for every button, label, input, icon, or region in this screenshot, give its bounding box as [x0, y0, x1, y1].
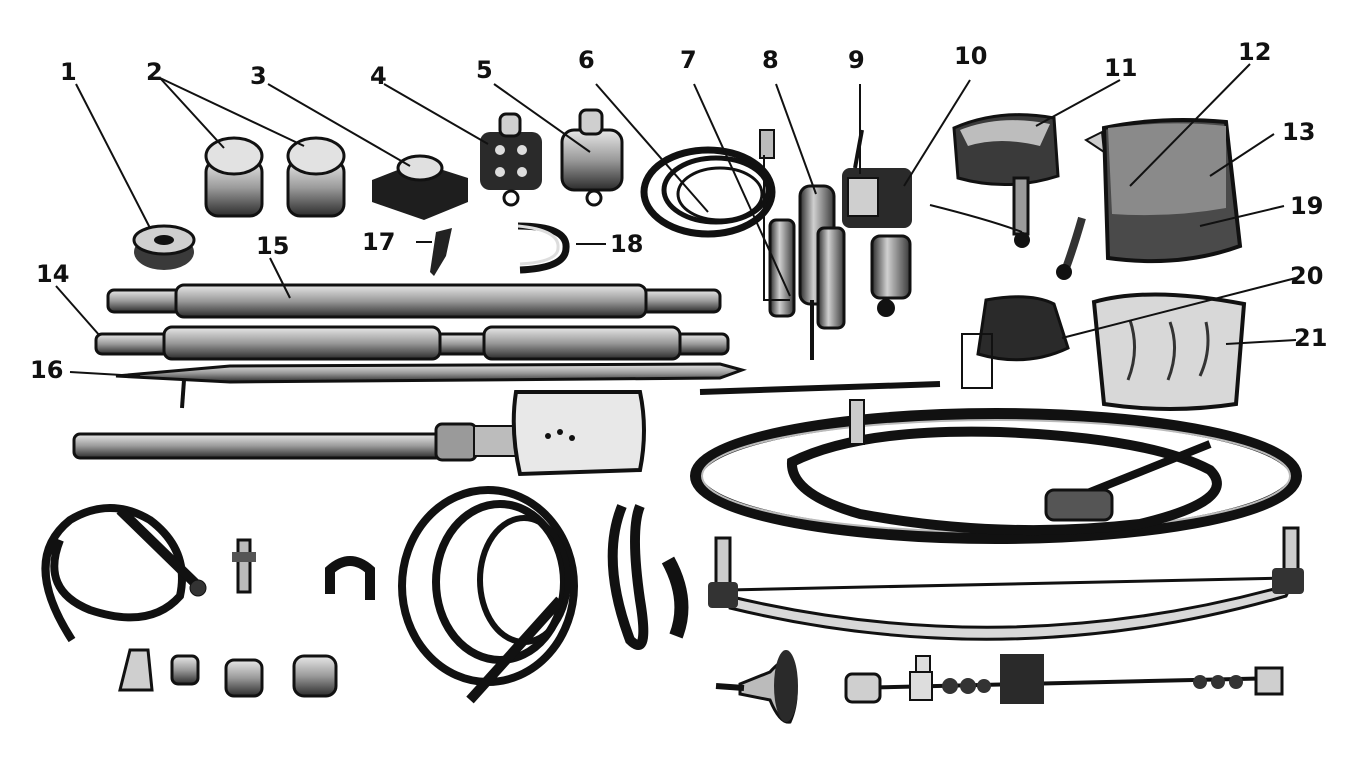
label-21: 21 [1294, 324, 1327, 352]
label-2: 2 [146, 58, 163, 86]
part-4-fitting [480, 112, 542, 207]
funnel [715, 650, 798, 724]
part-14-rod [94, 325, 730, 361]
label-4: 4 [370, 62, 387, 90]
part-16-rod [115, 362, 747, 409]
part-3-block [372, 154, 468, 220]
part-10-pump [842, 129, 912, 317]
part-18-clip [517, 222, 570, 274]
label-11: 11 [1104, 54, 1137, 82]
bow-saw [708, 526, 1304, 641]
label-20: 20 [1290, 262, 1323, 290]
label-1: 1 [60, 58, 77, 86]
label-12: 12 [1238, 38, 1271, 66]
part-5-valve [560, 108, 624, 207]
part-20-plate [961, 295, 1070, 389]
part-13-canister [1056, 118, 1243, 280]
part-17-key [430, 228, 452, 276]
hose-ring [690, 381, 1302, 544]
label-17: 17 [362, 228, 395, 256]
leader-lines [55, 63, 1297, 377]
label-7: 7 [680, 46, 697, 74]
label-9: 9 [848, 46, 865, 74]
part-number-labels: 1 2 3 4 5 6 7 8 9 10 11 12 13 14 15 16 1… [30, 38, 1327, 384]
part-1-nut [132, 224, 196, 270]
label-8: 8 [762, 46, 779, 74]
clamp [325, 556, 375, 600]
label-19: 19 [1290, 192, 1323, 220]
label-14: 14 [36, 260, 69, 288]
large-hose-coil [398, 486, 578, 704]
part-11-oil-can [929, 113, 1060, 248]
small-fittings [118, 648, 338, 698]
label-16: 16 [30, 356, 63, 384]
spray-rod [844, 654, 1284, 704]
part-21-bag [1091, 292, 1247, 411]
label-13: 13 [1282, 118, 1315, 146]
cable-loop [607, 504, 689, 650]
part-15-rod [106, 283, 722, 319]
part-2-caps [204, 136, 346, 218]
label-18: 18 [610, 230, 643, 258]
label-10: 10 [954, 42, 987, 70]
shovel [72, 390, 646, 477]
label-3: 3 [250, 62, 267, 90]
label-15: 15 [256, 232, 289, 260]
bolt [232, 538, 256, 594]
part-8-cylinders [759, 129, 846, 360]
part-6-wire-coil [640, 146, 776, 238]
label-6: 6 [578, 46, 595, 74]
label-5: 5 [476, 56, 493, 84]
small-hose [41, 504, 207, 643]
